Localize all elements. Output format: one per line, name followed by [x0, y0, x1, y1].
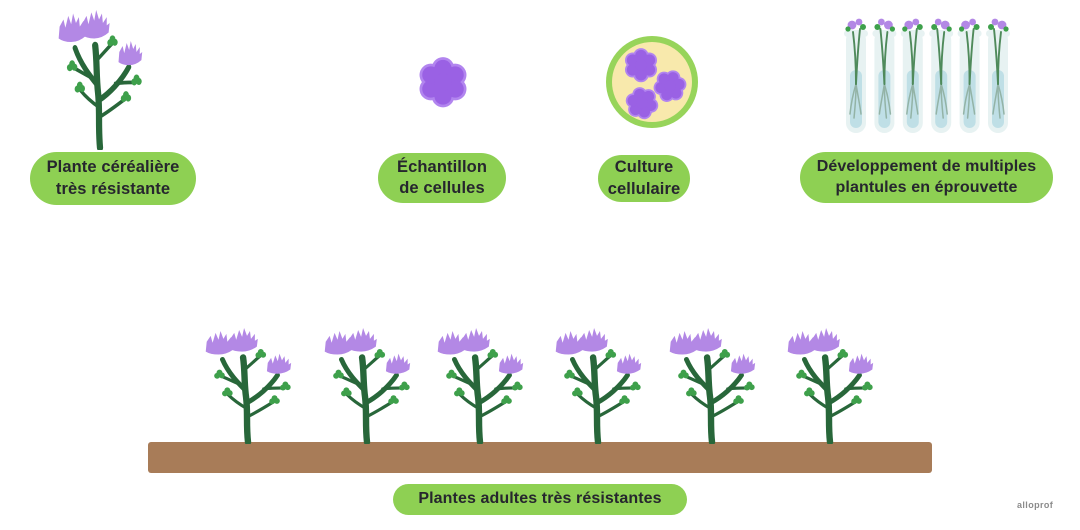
label-source-plant: Plante céréalière très résistante [30, 152, 196, 205]
petri-dish-culture-icon [606, 36, 698, 128]
soil-bar [148, 442, 932, 473]
resistant-cereal-plant-icon [50, 10, 150, 150]
test-tube [956, 17, 983, 134]
label-line: de cellules [399, 179, 485, 197]
adult-plant-icon [546, 328, 650, 444]
test-tube [928, 17, 955, 134]
test-tube [985, 17, 1011, 134]
adult-plant-icon [315, 328, 419, 444]
test-tube [843, 17, 869, 134]
label-line: Plante céréalière [46, 158, 180, 177]
cell-cluster-icon [419, 57, 467, 108]
adult-plant-icon [428, 328, 532, 444]
label-adult-plants: Plantes adultes très résistantes [393, 484, 687, 515]
test-tube-plantlets-icon [843, 17, 1011, 134]
adult-plant-icon [660, 328, 764, 444]
label-line: très résistante [55, 179, 171, 198]
label-plantlets: Développement de multiples plantules en … [800, 152, 1053, 203]
test-tube [871, 17, 898, 134]
label-line: Culture [614, 158, 674, 177]
label-line: cellulaire [607, 179, 681, 198]
adult-plant-icon [196, 328, 300, 444]
test-tube [899, 17, 926, 134]
label-line: Plantes adultes très résistantes [418, 490, 662, 508]
label-line: Développement de multiples [816, 158, 1037, 176]
label-line: Échantillon [396, 157, 488, 176]
label-cell-culture: Culture cellulaire [598, 155, 690, 202]
alloprof-watermark: alloprof [1017, 500, 1054, 510]
adult-plant-icon [778, 328, 882, 444]
label-line: plantules en éprouvette [835, 178, 1018, 196]
label-cell-sample: Échantillon de cellules [378, 153, 506, 203]
